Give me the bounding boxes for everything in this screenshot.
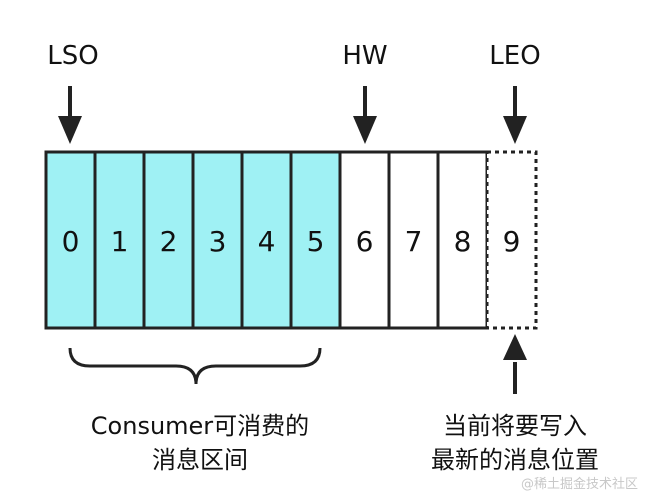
log-cell-4: 4 [240,150,293,330]
log-cell-box [240,150,293,330]
log-cell-1: 1 [93,150,146,330]
log-cell-box [485,150,538,330]
log-cell-box [44,150,97,330]
next-caption-line1: 当前将要写入 [443,412,587,440]
next-position-arrow [503,334,527,394]
log-cell-5: 5 [289,150,342,330]
log-cell-offset: 5 [307,225,325,258]
log-cell-offset: 2 [160,225,178,258]
leo-arrow [503,86,527,144]
log-cell-box [387,150,440,330]
log-cell-box [289,150,342,330]
hw-label: HW [342,41,387,71]
log-cell-offset: 1 [111,225,129,258]
log-cell-offset: 4 [258,225,276,258]
log-cell-box [93,150,146,330]
log-cell-offset: 8 [454,225,472,258]
lso-label: LSO [47,41,98,71]
next-caption-line2: 最新的消息位置 [431,446,599,474]
log-cell-offset: 6 [356,225,374,258]
log-cell-offset: 0 [62,225,80,258]
log-cell-2: 2 [142,150,195,330]
lso-arrow [58,86,82,144]
log-cell-offset: 7 [405,225,423,258]
log-cell-3: 3 [191,150,244,330]
log-cell-7: 7 [387,150,440,330]
consumable-caption-line1: Consumer可消费的 [91,412,309,440]
log-cell-box [191,150,244,330]
log-cell-9: 9 [485,150,538,330]
log-cell-offset: 9 [503,225,521,258]
log-cell-6: 6 [338,150,391,330]
log-cell-offset: 3 [209,225,227,258]
log-cell-8: 8 [436,150,489,330]
consumable-caption-line2: 消息区间 [152,446,248,474]
watermark: @稀土掘金技术社区 [521,476,638,492]
leo-label: LEO [489,41,540,71]
consumable-range-bracket [68,347,322,385]
log-cell-box [142,150,195,330]
hw-arrow [353,86,377,144]
log-cell-0: 0 [44,150,97,330]
